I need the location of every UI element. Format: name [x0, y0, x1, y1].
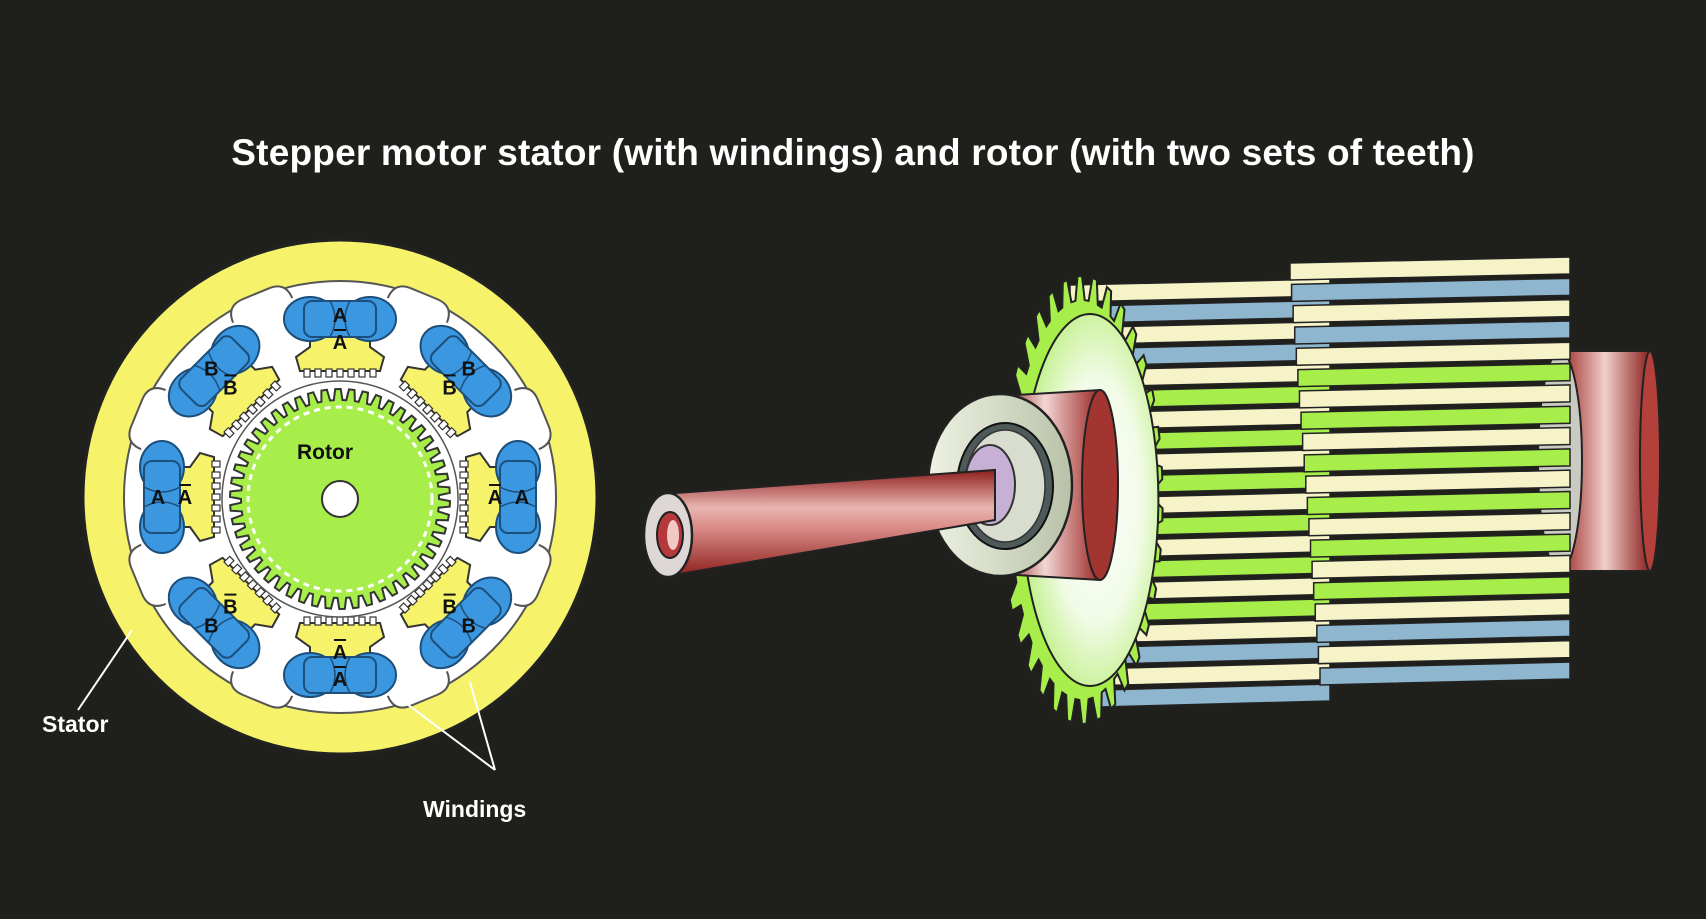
stator-windings: [139, 296, 541, 698]
rotor-tooth-bar: [1290, 277, 1571, 303]
pole-label-outer: A: [151, 487, 165, 509]
stator-notch: [386, 670, 450, 709]
rotor-3d-view: [642, 256, 1661, 726]
pole-label-outer: A: [333, 305, 347, 327]
rotor-tooth-bar: [1301, 426, 1571, 452]
rotor-shaft-hole: [321, 480, 359, 518]
stator-label: Stator: [42, 711, 109, 737]
rotor-inner-ring: [246, 405, 434, 593]
windings-label: Windings: [423, 796, 526, 822]
pole-label-inner: B: [223, 597, 237, 619]
pole-label-inner: A: [333, 642, 347, 664]
winding-coil: [419, 324, 513, 418]
pole-label-inner: A: [488, 487, 502, 509]
windings-leader-line-1: [394, 694, 496, 771]
pole-label-outer: A: [333, 669, 347, 691]
rotor-tooth-bar: [1311, 554, 1571, 580]
rotor-tooth-bar: [1319, 661, 1571, 686]
rotor-tooth-bar: [1316, 618, 1571, 644]
shaft-bore-highlight: [667, 520, 679, 550]
winding-coil: [283, 652, 397, 698]
rotor-tooth-bar: [1303, 448, 1571, 473]
pole-label-inner: B: [442, 377, 456, 399]
stator-notches: [128, 285, 552, 709]
winding-coil: [419, 576, 513, 670]
pole-shoe: [197, 354, 282, 439]
rotor-tooth-bar: [1305, 469, 1571, 494]
rotor-label: Rotor: [297, 441, 353, 464]
rotor-front-hub: [642, 388, 1119, 582]
winding-coil: [139, 440, 185, 554]
winding-coil: [167, 576, 261, 670]
pole-label-outer: B: [461, 616, 475, 638]
stator-notch: [513, 543, 552, 607]
rotor-tooth-bar: [1300, 405, 1571, 430]
rotor-tooth-bar: [1314, 597, 1571, 622]
pole-label-outer: B: [204, 358, 218, 380]
rotor-tooth-bar: [1308, 512, 1571, 537]
rotor-tooth-bar: [1317, 639, 1571, 665]
pole-label-outer: A: [515, 487, 529, 509]
rotor-shaft: [661, 468, 996, 579]
pole-label-inner: B: [442, 597, 456, 619]
rotor-tooth-bar: [1309, 533, 1571, 558]
stator-leader-line: [77, 629, 133, 711]
stator-notch: [230, 285, 294, 324]
rotor-tooth-bar: [1099, 683, 1331, 708]
stator-notch: [386, 285, 450, 324]
winding-coil: [167, 324, 261, 418]
rotor-tooth-bar: [1292, 298, 1571, 324]
rotor-tooth-bar: [1097, 661, 1331, 687]
winding-coil: [283, 296, 397, 342]
pole-label-inner: B: [223, 377, 237, 399]
rotor-tooth-bar: [1298, 384, 1571, 409]
rotor-tooth-bar: [1297, 362, 1571, 388]
pole-label-outer: B: [204, 616, 218, 638]
back-hub-end: [1639, 350, 1661, 572]
rotor-tooth-bar: [1289, 256, 1571, 281]
pole-label-inner: A: [333, 332, 347, 354]
rotor-tooth-bar: [1295, 341, 1571, 367]
rotor-tooth-bar: [1293, 320, 1571, 345]
windings-leader-line-2: [469, 681, 496, 771]
rotor-tooth-bar: [1312, 575, 1571, 601]
stator-notch: [128, 387, 167, 451]
stator-notch: [513, 387, 552, 451]
diagram-title: Stepper motor stator (with windings) and…: [231, 132, 1475, 173]
winding-coil: [495, 440, 541, 554]
pole-shoe: [398, 354, 483, 439]
rotor-tooth-bar: [1306, 490, 1571, 516]
stator-notch: [128, 543, 167, 607]
stator-pole-shoes: [169, 326, 511, 668]
pole-label-outer: B: [461, 358, 475, 380]
pole-label-inner: A: [178, 487, 192, 509]
front-hub-end: [1081, 389, 1119, 581]
stator-notch: [230, 670, 294, 709]
